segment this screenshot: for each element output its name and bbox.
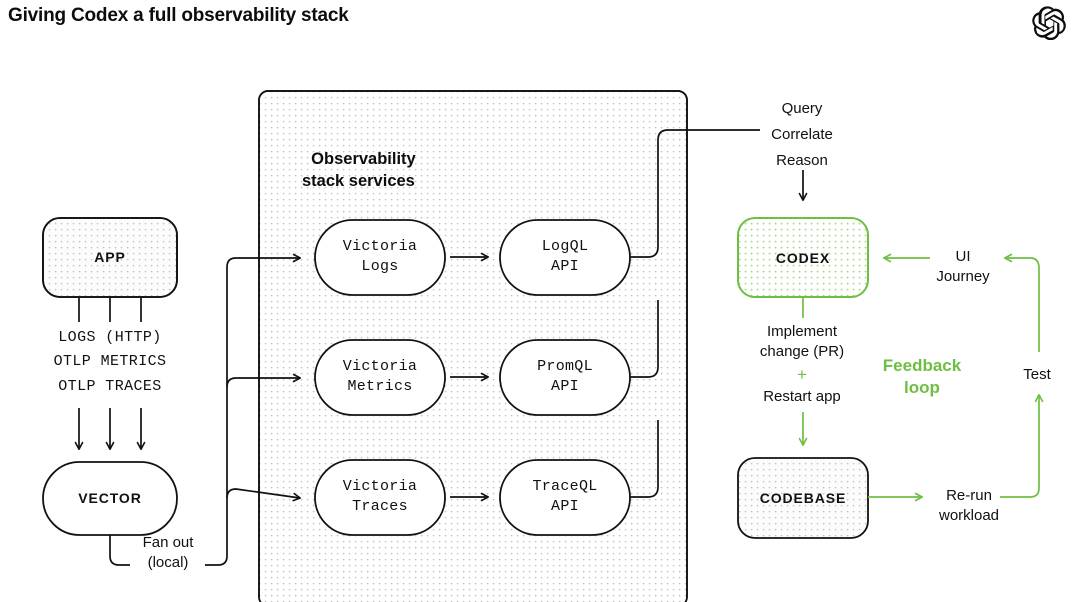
node-label-victoria-logs: Victoria Logs <box>342 238 418 276</box>
node-label-victoria-traces: Victoria Traces <box>342 478 418 516</box>
edge-label-fan-out: Fan out (local) <box>142 534 194 571</box>
node-app <box>42 217 178 298</box>
edge-label-rerun-workload: Re-run workload <box>938 487 1000 524</box>
api-to-codex-trunk <box>630 129 760 498</box>
node-label-vector: VECTOR <box>78 490 142 506</box>
edge-label-restart-app: Restart app <box>763 388 841 405</box>
app-to-vector-arrows <box>74 408 146 450</box>
edge-label-query-correlate-reason: Query Correlate Reason <box>771 100 833 169</box>
vector-fanout-line <box>109 535 130 566</box>
node-codex <box>737 217 869 298</box>
node-label-codebase: CODEBASE <box>759 490 847 506</box>
node-label-codex: CODEX <box>775 250 831 266</box>
openai-logo <box>1032 6 1066 40</box>
node-label-app: APP <box>94 249 126 265</box>
node-victoria-metrics <box>314 339 446 416</box>
node-codebase <box>737 457 869 539</box>
edge-label-ui-journey: UI Journey <box>936 248 990 285</box>
node-label-logql-api: LogQL API <box>541 238 589 276</box>
victoria-to-api-arrows <box>450 252 489 502</box>
edge-label-implement-change: Implement change (PR) <box>759 323 845 360</box>
edge-label-test: Test <box>1023 366 1051 383</box>
page-title: Giving Codex a full observability stack <box>8 5 349 26</box>
edge-label-plus: + <box>797 365 807 384</box>
node-label-traceql-api: TraceQL API <box>532 478 598 516</box>
fanout-trunk <box>205 253 301 566</box>
rerun-to-test-line <box>1000 394 1044 498</box>
node-victoria-logs <box>314 219 446 296</box>
app-signal-stems <box>78 297 142 322</box>
node-label-victoria-metrics: Victoria Metrics <box>342 358 418 396</box>
edge-label-feedback-loop: Feedback loop <box>882 356 962 398</box>
node-victoria-traces <box>314 459 446 536</box>
node-label-promql-api: PromQL API <box>537 358 593 396</box>
edge-label-app-signals: LOGS (HTTP) OTLP METRICS OTLP TRACES <box>53 329 167 395</box>
test-to-uijourney-line <box>1004 253 1040 352</box>
observability-stack-title: Observability stack services <box>302 150 416 190</box>
